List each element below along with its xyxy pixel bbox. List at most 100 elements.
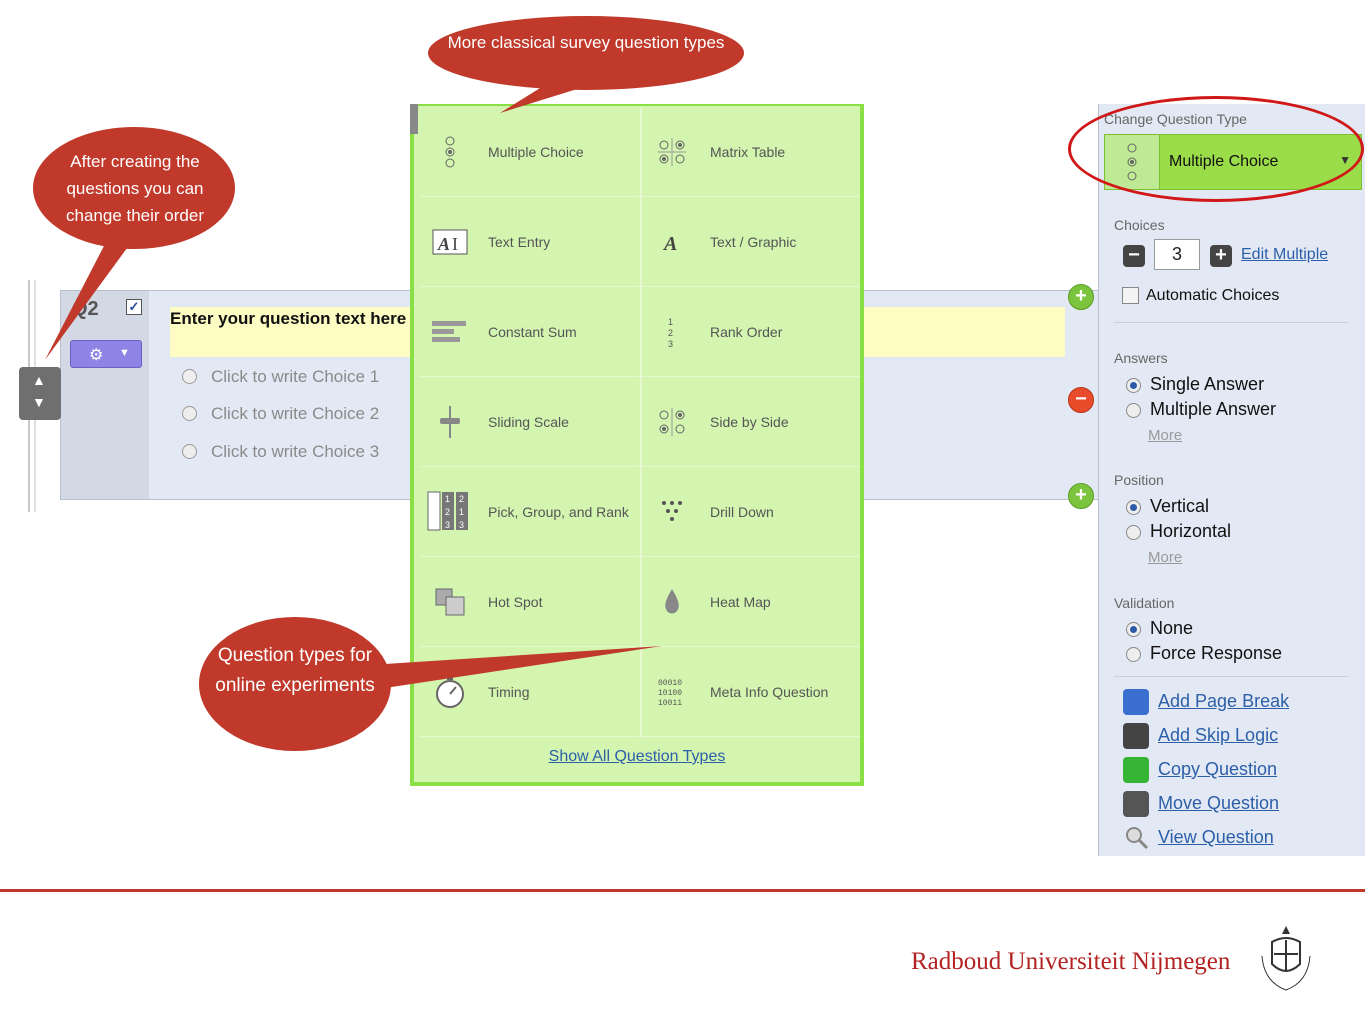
automatic-choices-checkbox[interactable] <box>1122 287 1139 304</box>
question-select-checkbox[interactable]: ✓ <box>126 299 142 315</box>
add-page-break-link[interactable]: Add Page Break <box>1158 691 1290 711</box>
menu-item-matrix-table[interactable]: Matrix Table <box>642 108 860 197</box>
menu-item-drill-down[interactable]: Drill Down <box>642 468 860 557</box>
highlight-ring <box>1068 96 1364 202</box>
menu-item-constant-sum[interactable]: Constant Sum <box>420 288 638 377</box>
callout-top-bubble <box>428 16 744 90</box>
question-text: Enter your question text here <box>170 309 407 328</box>
move-question-link[interactable]: Move Question <box>1158 793 1280 813</box>
move-down-icon[interactable]: ▼ <box>32 394 46 410</box>
menu-item-label: Matrix Table <box>710 144 786 160</box>
menu-column-divider <box>640 108 642 738</box>
horizontal-radio[interactable] <box>1126 525 1141 540</box>
magnifier-icon <box>1124 825 1150 851</box>
validation-none-radio[interactable] <box>1126 622 1141 637</box>
view-question-link[interactable]: View Question <box>1158 827 1274 847</box>
position-heading: Position <box>1114 472 1164 488</box>
menu-item-label: Heat Map <box>710 594 771 610</box>
menu-item-heat-map[interactable]: Heat Map <box>642 558 860 647</box>
callout-bottom-bubble <box>199 617 391 751</box>
chevron-down-icon: ▼ <box>119 347 130 359</box>
force-response-radio[interactable] <box>1126 647 1141 662</box>
callout-left-tail <box>45 244 130 360</box>
divider <box>1114 322 1348 323</box>
show-all-question-types-link[interactable]: Show All Question Types <box>548 748 726 765</box>
heat-map-icon <box>652 585 692 619</box>
choices-heading: Choices <box>1114 217 1165 233</box>
single-answer-radio[interactable] <box>1126 378 1141 393</box>
multiple-choice-icon <box>430 135 470 169</box>
radio-icon <box>182 369 197 384</box>
remove-question-button[interactable]: − <box>1068 387 1094 413</box>
menu-item-label: Sliding Scale <box>488 414 569 430</box>
callout-left-text: After creating the questions you can cha… <box>66 152 204 225</box>
svg-text:10100: 10100 <box>658 689 682 698</box>
menu-item-label: Text Entry <box>488 234 551 250</box>
svg-text:1: 1 <box>668 317 673 327</box>
callout-bottom-tail <box>385 646 662 688</box>
add-question-above-button[interactable]: + <box>1068 284 1094 310</box>
menu-item-sliding-scale[interactable]: Sliding Scale <box>420 378 638 467</box>
multiple-answer-label: Multiple Answer <box>1150 399 1277 419</box>
svg-text:3: 3 <box>445 520 450 530</box>
choices-count-input[interactable]: 3 <box>1154 239 1200 270</box>
increase-choices-button[interactable]: + <box>1210 245 1232 267</box>
reorder-handle[interactable]: ▲ ▼ <box>19 367 61 420</box>
menu-item-label: Hot Spot <box>488 594 543 610</box>
constant-sum-icon <box>430 315 470 349</box>
menu-item-label: Text / Graphic <box>710 234 797 250</box>
svg-text:3: 3 <box>668 339 673 349</box>
menu-item-label: Drill Down <box>710 504 774 520</box>
svg-text:00010: 00010 <box>658 679 682 688</box>
choice-label: Click to write Choice 3 <box>211 442 380 461</box>
vertical-radio[interactable] <box>1126 500 1141 515</box>
menu-item-text-graphic[interactable]: A Text / Graphic <box>642 198 860 287</box>
menu-item-label: Meta Info Question <box>710 684 829 700</box>
add-question-below-button[interactable]: + <box>1068 483 1094 509</box>
radio-icon <box>182 444 197 459</box>
copy-question-link[interactable]: Copy Question <box>1158 759 1278 779</box>
drill-down-icon <box>652 495 692 529</box>
question-options-button[interactable]: ⚙ ▼ <box>70 340 142 368</box>
matrix-table-icon <box>652 135 692 169</box>
svg-text:A: A <box>662 233 677 255</box>
answers-more-link[interactable]: More <box>1148 427 1183 444</box>
divider <box>1114 676 1348 677</box>
choice-label: Click to write Choice 2 <box>211 404 380 423</box>
menu-item-multiple-choice[interactable]: Multiple Choice <box>420 108 638 197</box>
menu-item-label: Rank Order <box>710 324 783 340</box>
radio-icon <box>182 406 197 421</box>
callout-left-bubble <box>33 127 235 249</box>
menu-item-side-by-side[interactable]: Side by Side <box>642 378 860 467</box>
position-more-link[interactable]: More <box>1148 549 1183 566</box>
svg-text:2: 2 <box>459 494 464 504</box>
callout-top-text: More classical survey question types <box>447 33 725 52</box>
validation-heading: Validation <box>1114 595 1175 611</box>
decrease-choices-button[interactable]: − <box>1123 245 1145 267</box>
menu-item-timing[interactable]: Timing <box>420 648 638 737</box>
footer-rule <box>0 889 1365 892</box>
question-gutter <box>61 291 149 499</box>
text-graphic-icon: A <box>652 225 692 259</box>
skip-logic-icon <box>1123 723 1149 749</box>
side-by-side-icon <box>652 405 692 439</box>
callout-top-tail <box>500 85 590 113</box>
multiple-answer-radio[interactable] <box>1126 403 1141 418</box>
edit-multiple-link[interactable]: Edit Multiple <box>1241 246 1329 263</box>
gear-icon: ⚙ <box>89 347 104 364</box>
move-up-icon[interactable]: ▲ <box>32 372 46 388</box>
menu-item-hot-spot[interactable]: Hot Spot <box>420 558 638 647</box>
choice-label: Click to write Choice 1 <box>211 367 380 386</box>
horizontal-label: Horizontal <box>1150 521 1232 541</box>
add-skip-logic-link[interactable]: Add Skip Logic <box>1158 725 1279 745</box>
vertical-label: Vertical <box>1150 496 1210 516</box>
university-seal-logo <box>1256 920 1316 996</box>
automatic-choices-label: Automatic Choices <box>1146 287 1280 304</box>
